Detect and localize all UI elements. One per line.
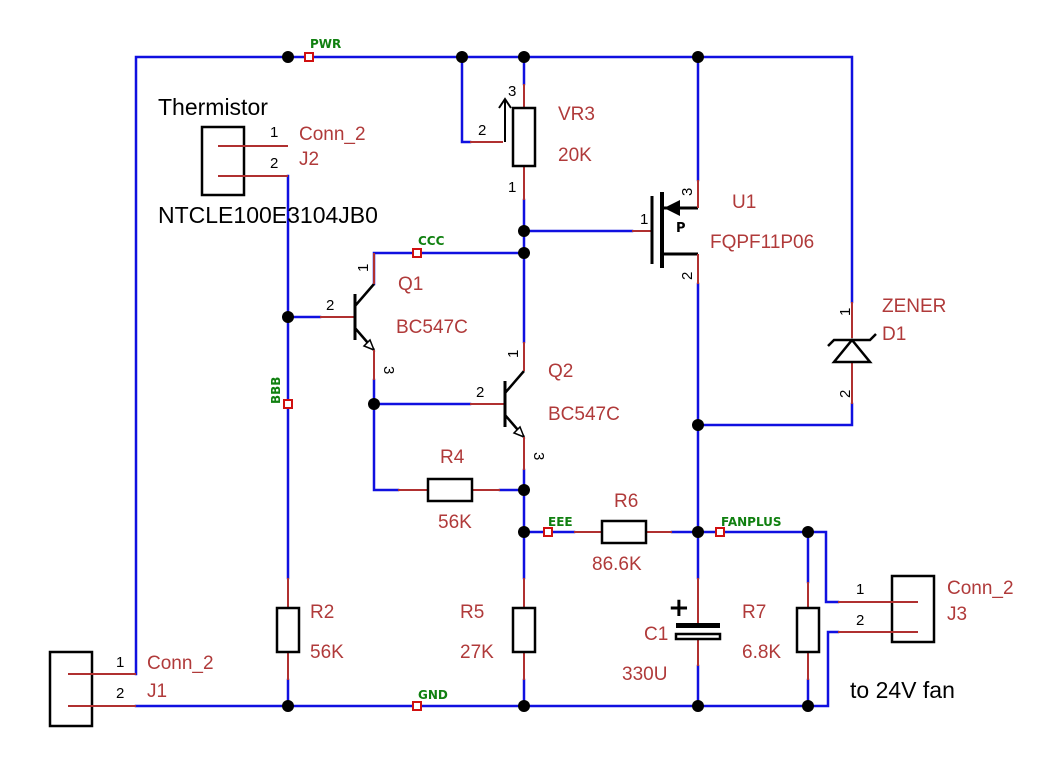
vr3-value: 20K: [558, 145, 592, 166]
r6-ref: R6: [614, 491, 638, 512]
d1-value: D1: [882, 324, 906, 345]
transistor-q2: 1 2 3 Q2 BC547C: [470, 342, 620, 470]
thermistor-part-number: NTCLE100E3104JB0: [158, 202, 378, 228]
svg-text:1: 1: [640, 211, 648, 228]
resistor-r4: R4 56K: [398, 447, 500, 533]
zener-d1: 1 2 ZENER D1: [827, 296, 946, 404]
u1-value: FQPF11P06: [710, 232, 814, 253]
svg-text:1: 1: [856, 581, 864, 598]
junction-dot: [692, 419, 704, 431]
connector-j3: 1 2 Conn_2 J3 to 24V fan: [838, 574, 1014, 703]
q1-value: BC547C: [396, 317, 468, 338]
net-bbb: BBB: [269, 377, 293, 409]
junction-dot: [518, 225, 530, 237]
svg-text:2: 2: [679, 272, 696, 280]
r2-ref: R2: [310, 602, 334, 623]
r4-ref: R4: [440, 447, 465, 468]
j2-ref: J2: [299, 149, 319, 170]
svg-text:1: 1: [505, 350, 522, 358]
j3-ref: J3: [947, 604, 967, 625]
net-ccc: CCC: [412, 234, 445, 258]
junction-dot: [518, 247, 530, 259]
svg-text:2: 2: [478, 122, 486, 139]
svg-text:2: 2: [837, 390, 854, 398]
net-fanplus: FANPLUS: [715, 515, 782, 537]
svg-text:2: 2: [326, 297, 334, 314]
svg-text:3: 3: [530, 452, 547, 460]
junction-dots: [282, 51, 814, 712]
junction-dot: [282, 311, 294, 323]
junction-dot: [692, 51, 704, 63]
j3-value: Conn_2: [947, 578, 1014, 599]
mosfet-type-letter: P: [676, 221, 686, 236]
svg-text:2: 2: [270, 155, 278, 172]
junction-dot: [518, 700, 530, 712]
net-gnd: GND: [412, 688, 448, 711]
r7-value: 6.8K: [742, 642, 781, 663]
svg-text:1: 1: [116, 654, 124, 671]
net-labels: PWR CCC BBB EEE FANPLUS GND: [269, 37, 782, 711]
svg-text:BBB: BBB: [269, 377, 283, 404]
svg-text:CCC: CCC: [418, 234, 445, 248]
mosfet-u1: P 1 3 2 U1 FQPF11P06: [632, 180, 814, 284]
r4-value: 56K: [438, 512, 472, 533]
q2-ref: Q2: [548, 361, 573, 382]
svg-text:3: 3: [380, 366, 397, 374]
r2-value: 56K: [310, 642, 344, 663]
svg-text:2: 2: [116, 685, 124, 702]
r6-value: 86.6K: [592, 554, 642, 575]
c1-polarity-mark: +: [668, 593, 690, 623]
resistor-r7: R7 6.8K: [742, 582, 821, 680]
r5-value: 27K: [460, 642, 494, 663]
connector-j1: 1 2 Conn_2 J1: [48, 650, 214, 728]
junction-dot: [518, 526, 530, 538]
fan-note: to 24V fan: [850, 677, 955, 703]
u1-ref: U1: [732, 192, 756, 213]
svg-text:1: 1: [355, 264, 372, 272]
net-pwr: PWR: [304, 37, 341, 62]
svg-text:FANPLUS: FANPLUS: [721, 515, 782, 529]
junction-dot: [692, 526, 704, 538]
svg-text:3: 3: [679, 188, 696, 196]
d1-ref: ZENER: [882, 296, 946, 317]
transistor-q1: 1 2 3 Q1 BC547C: [320, 253, 468, 380]
svg-text:3: 3: [508, 83, 516, 100]
svg-text:1: 1: [508, 179, 516, 196]
resistor-r2: R2 56K: [275, 578, 344, 680]
c1-ref: C1: [644, 624, 668, 645]
vr3-ref: VR3: [558, 104, 595, 125]
svg-text:2: 2: [856, 612, 864, 629]
junction-dot: [518, 484, 530, 496]
r5-ref: R5: [460, 602, 484, 623]
svg-text:1: 1: [837, 308, 854, 316]
junction-dot: [692, 700, 704, 712]
connector-j2: Thermistor 1 2 Conn_2 J2 NTCLE100E3104JB…: [158, 94, 378, 228]
junction-dot: [282, 700, 294, 712]
svg-text:GND: GND: [418, 688, 448, 702]
j1-ref: J1: [147, 681, 167, 702]
svg-text:2: 2: [476, 384, 484, 401]
resistor-r6: R6 86.6K: [574, 491, 672, 575]
svg-text:PWR: PWR: [310, 37, 341, 51]
q1-ref: Q1: [398, 274, 423, 295]
junction-dot: [456, 51, 468, 63]
junction-dot: [518, 51, 530, 63]
thermistor-title: Thermistor: [158, 94, 268, 120]
junction-dot: [368, 398, 380, 410]
junction-dot: [282, 51, 294, 63]
svg-text:EEE: EEE: [548, 515, 573, 529]
c1-value: 330U: [622, 664, 667, 685]
potentiometer-vr3: 3 2 1 VR3 20K: [470, 83, 595, 200]
r7-ref: R7: [742, 602, 766, 623]
net-eee: EEE: [543, 515, 573, 537]
j1-value: Conn_2: [147, 653, 214, 674]
j2-value: Conn_2: [299, 124, 366, 145]
svg-text:1: 1: [270, 124, 278, 141]
resistor-r5: R5 27K: [460, 578, 537, 680]
junction-dot: [802, 700, 814, 712]
q2-value: BC547C: [548, 404, 620, 425]
junction-dot: [802, 526, 814, 538]
capacitor-c1: + C1 330U: [622, 578, 722, 685]
